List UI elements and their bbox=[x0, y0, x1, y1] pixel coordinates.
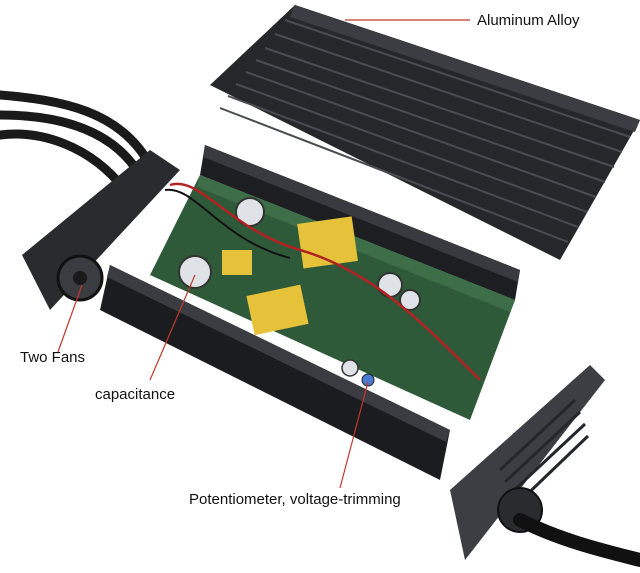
power-cables bbox=[0, 90, 155, 195]
circuit-board bbox=[150, 175, 515, 420]
transformer bbox=[222, 216, 358, 336]
callout-potentiometer: Potentiometer, voltage-trimming bbox=[189, 491, 401, 508]
callout-aluminum-alloy: Aluminum Alloy bbox=[477, 12, 580, 29]
housing-back-wall bbox=[200, 145, 520, 300]
leader-lines bbox=[57, 19, 470, 489]
leader-capacitance bbox=[149, 274, 196, 381]
aluminum-lid bbox=[210, 5, 640, 260]
callout-capacitance: capacitance bbox=[95, 386, 176, 403]
right-end-plate bbox=[450, 365, 640, 567]
left-end-plate bbox=[22, 150, 180, 310]
potentiometer bbox=[361, 373, 375, 387]
capacitor bbox=[178, 197, 421, 377]
leader-potentiometer bbox=[339, 381, 369, 489]
leader-fans bbox=[57, 284, 83, 353]
callout-two-fans: Two Fans bbox=[20, 349, 86, 366]
